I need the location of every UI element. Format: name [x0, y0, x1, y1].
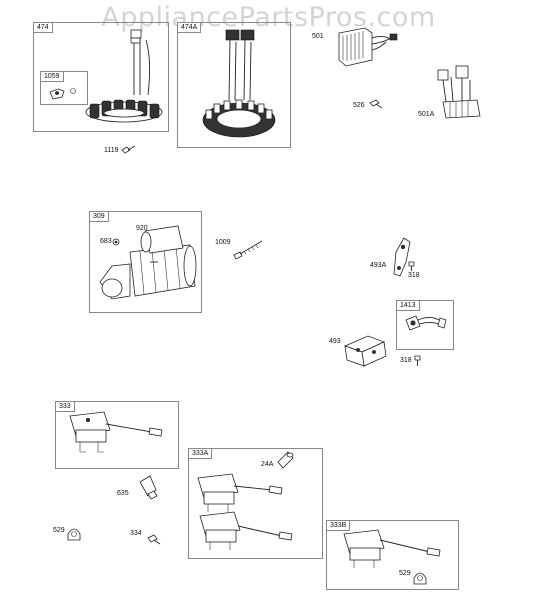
part-1119-drawing: [121, 145, 136, 154]
part-501a-drawing: [437, 65, 481, 119]
callout-683: 683: [100, 238, 112, 245]
callout-635: 635: [117, 490, 129, 497]
callout-474a: 474A: [177, 22, 202, 33]
part-334-drawing: [147, 534, 161, 545]
callout-318-upper: 318: [408, 272, 420, 279]
part-309-drawing: [99, 225, 197, 300]
callout-334: 334: [130, 530, 142, 537]
part-24a-drawing: [277, 451, 294, 469]
box-474: 474: [33, 22, 169, 132]
part-683-drawing: [112, 238, 120, 246]
part-501-drawing: [338, 27, 398, 67]
callout-1009: 1009: [215, 239, 231, 246]
box-474a: 474A: [177, 22, 291, 148]
callout-333: 333: [55, 401, 75, 412]
callout-318-lower: 318: [400, 357, 412, 364]
box-333: 333: [55, 401, 179, 469]
part-474-drawing: [85, 29, 163, 123]
callout-529-right: 529: [399, 570, 411, 577]
box-333b: 333B: [326, 520, 459, 590]
callout-493: 493: [329, 338, 341, 345]
watermark: AppliancePartsPros.com: [101, 2, 436, 33]
part-318b-drawing: [414, 355, 421, 366]
callout-333a: 333A: [188, 448, 213, 459]
box-333a: 333A: [188, 448, 323, 559]
part-333b-drawing: [343, 529, 441, 568]
callout-493a: 493A: [370, 262, 387, 269]
callout-333b: 333B: [326, 520, 351, 531]
callout-501a: 501A: [418, 111, 435, 118]
callout-474: 474: [33, 22, 53, 33]
callout-1413: 1413: [396, 300, 420, 311]
callout-1059: 1059: [40, 71, 64, 82]
part-529b-drawing: [413, 572, 427, 585]
part-333a-drawing: [197, 473, 293, 550]
part-526-drawing: [369, 99, 383, 109]
box-309: 309: [89, 211, 202, 313]
part-493a-drawing: [393, 237, 411, 277]
callout-529-left: 529: [53, 527, 65, 534]
callout-24a: 24A: [261, 461, 274, 468]
callout-309: 309: [89, 211, 109, 222]
part-529a-drawing: [67, 528, 81, 541]
part-635-drawing: [139, 475, 158, 500]
part-318a-drawing: [408, 261, 415, 271]
part-333-drawing: [69, 411, 163, 453]
callout-526: 526: [353, 102, 365, 109]
part-493-drawing: [343, 335, 387, 367]
callout-501: 501: [312, 33, 324, 40]
part-1009-drawing: [233, 240, 263, 260]
part-1413-drawing: [405, 315, 447, 331]
box-1413: 1413: [396, 300, 454, 350]
box-1059: 1059: [40, 71, 88, 105]
part-1059-drawing: [49, 88, 76, 100]
callout-1119: 1119: [104, 147, 119, 154]
part-474a-drawing: [202, 29, 276, 138]
callout-920: 920: [136, 225, 148, 232]
